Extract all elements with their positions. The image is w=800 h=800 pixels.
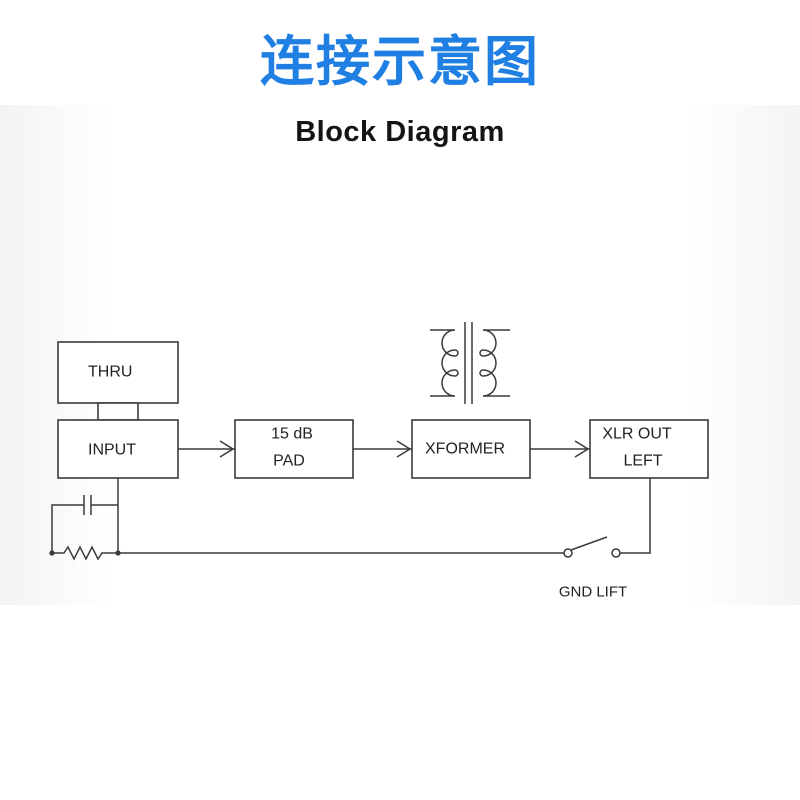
xlr-out-label-line1: XLR OUT [602, 426, 672, 443]
gnd-lift-label: GND LIFT [559, 584, 627, 601]
transformer-icon [430, 322, 510, 404]
xlr-ground-wire [620, 478, 651, 554]
page-subtitle: Block Diagram [295, 116, 505, 148]
input-block: INPUT [57, 419, 179, 479]
pad-block: 15 dB PAD [234, 419, 354, 479]
resistor-icon [52, 545, 118, 561]
input-label: INPUT [88, 442, 136, 459]
junction-dot [49, 550, 55, 556]
xlr-out-label-line2: LEFT [623, 453, 662, 470]
xlr-out-block: XLR OUT LEFT [589, 419, 709, 479]
thru-label: THRU [88, 364, 132, 381]
xformer-label: XFORMER [425, 441, 505, 458]
page-title: 连接示意图 [260, 30, 540, 93]
capacitor-icon [51, 495, 118, 553]
thru-input-connector [97, 402, 139, 421]
arrow-right-icon [178, 440, 235, 458]
xformer-block: XFORMER [411, 419, 531, 479]
pad-label-line1: 15 dB [271, 426, 313, 443]
switch-icon [563, 536, 621, 558]
arrow-right-icon [353, 440, 412, 458]
arrow-right-icon [530, 440, 590, 458]
pad-label-line2: PAD [273, 453, 305, 470]
thru-block: THRU [57, 341, 179, 404]
